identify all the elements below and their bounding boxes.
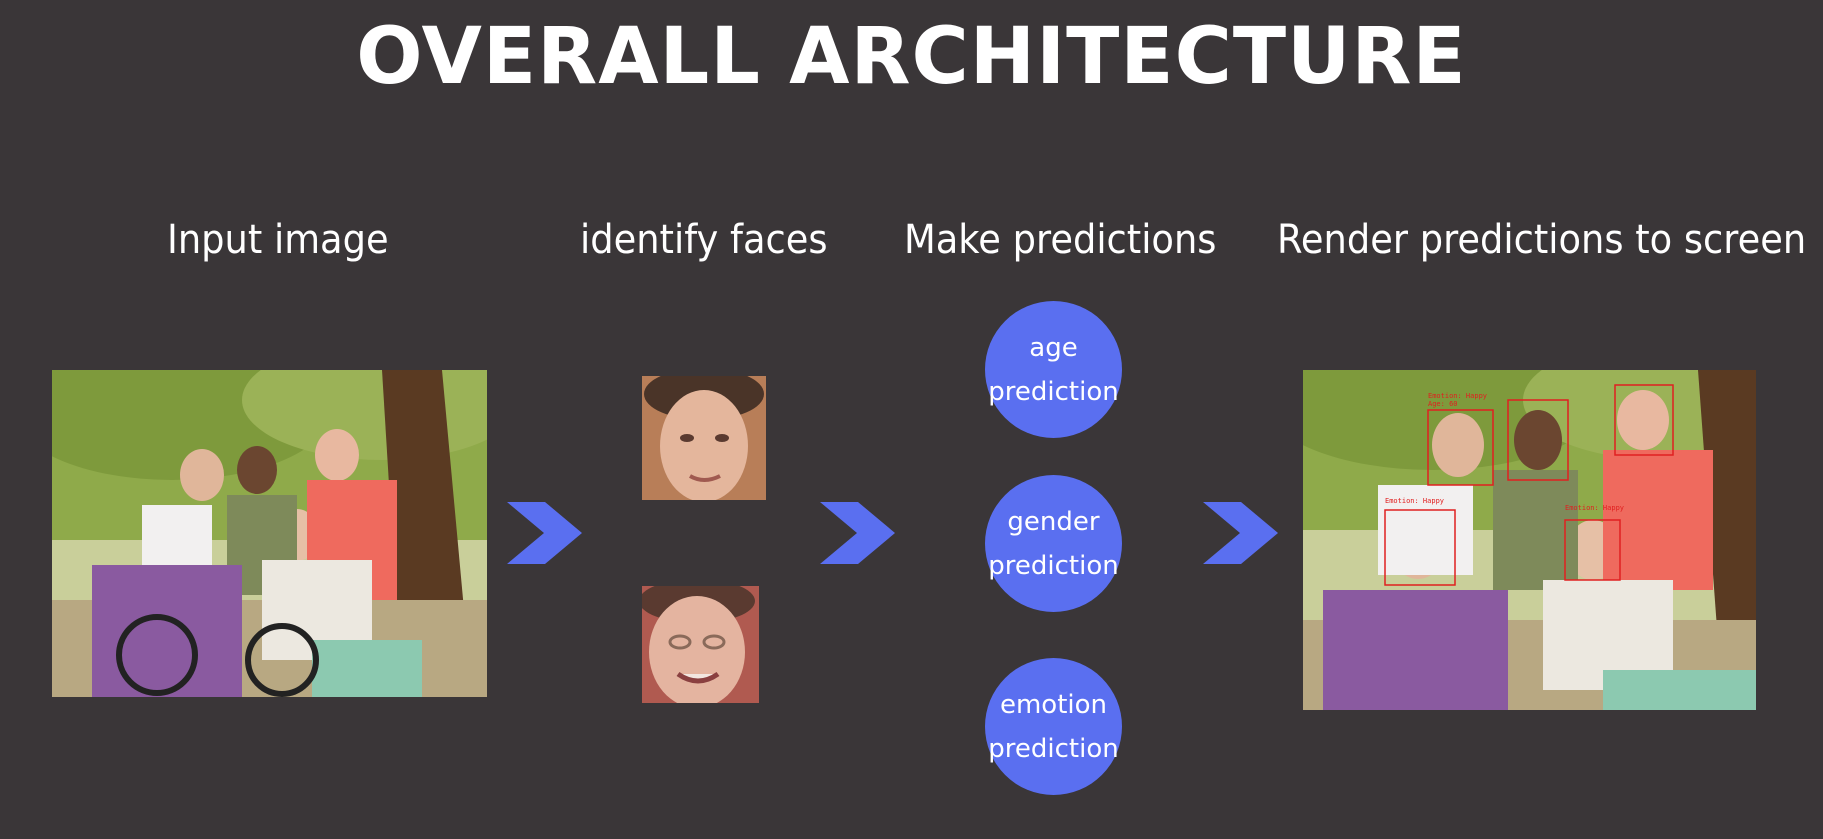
node-label-line2: prediction <box>988 733 1119 764</box>
gender-prediction-node: gender prediction <box>985 475 1122 612</box>
arrow-right-icon <box>1203 502 1278 564</box>
node-label-line1: gender <box>1007 506 1100 537</box>
page-title: OVERALL ARCHITECTURE <box>356 12 1467 102</box>
face-crop-2 <box>642 586 759 703</box>
step-heading-input: Input image <box>167 217 389 263</box>
step-heading-predict: Make predictions <box>904 217 1217 263</box>
output-image: Emotion: Happy Age: 60 Emotion: Happy Em… <box>1303 370 1756 710</box>
svg-text:Emotion: Happy: Emotion: Happy <box>1565 504 1624 512</box>
svg-text:Age: 60: Age: 60 <box>1428 400 1458 408</box>
emotion-prediction-node: emotion prediction <box>985 658 1122 795</box>
step-heading-identify: identify faces <box>580 217 828 263</box>
arrow-right-icon <box>507 502 582 564</box>
svg-text:Emotion: Happy: Emotion: Happy <box>1428 392 1487 400</box>
age-prediction-node: age prediction <box>985 301 1122 438</box>
node-label-line1: age <box>1029 332 1078 363</box>
svg-text:Emotion: Happy: Emotion: Happy <box>1385 497 1444 505</box>
arrow-right-icon <box>820 502 895 564</box>
step-heading-render: Render predictions to screen <box>1277 217 1807 263</box>
node-label-line2: prediction <box>988 550 1119 581</box>
node-label-line1: emotion <box>999 689 1108 720</box>
input-image <box>52 370 487 697</box>
node-label-line2: prediction <box>988 376 1119 407</box>
face-crop-1 <box>642 376 766 500</box>
